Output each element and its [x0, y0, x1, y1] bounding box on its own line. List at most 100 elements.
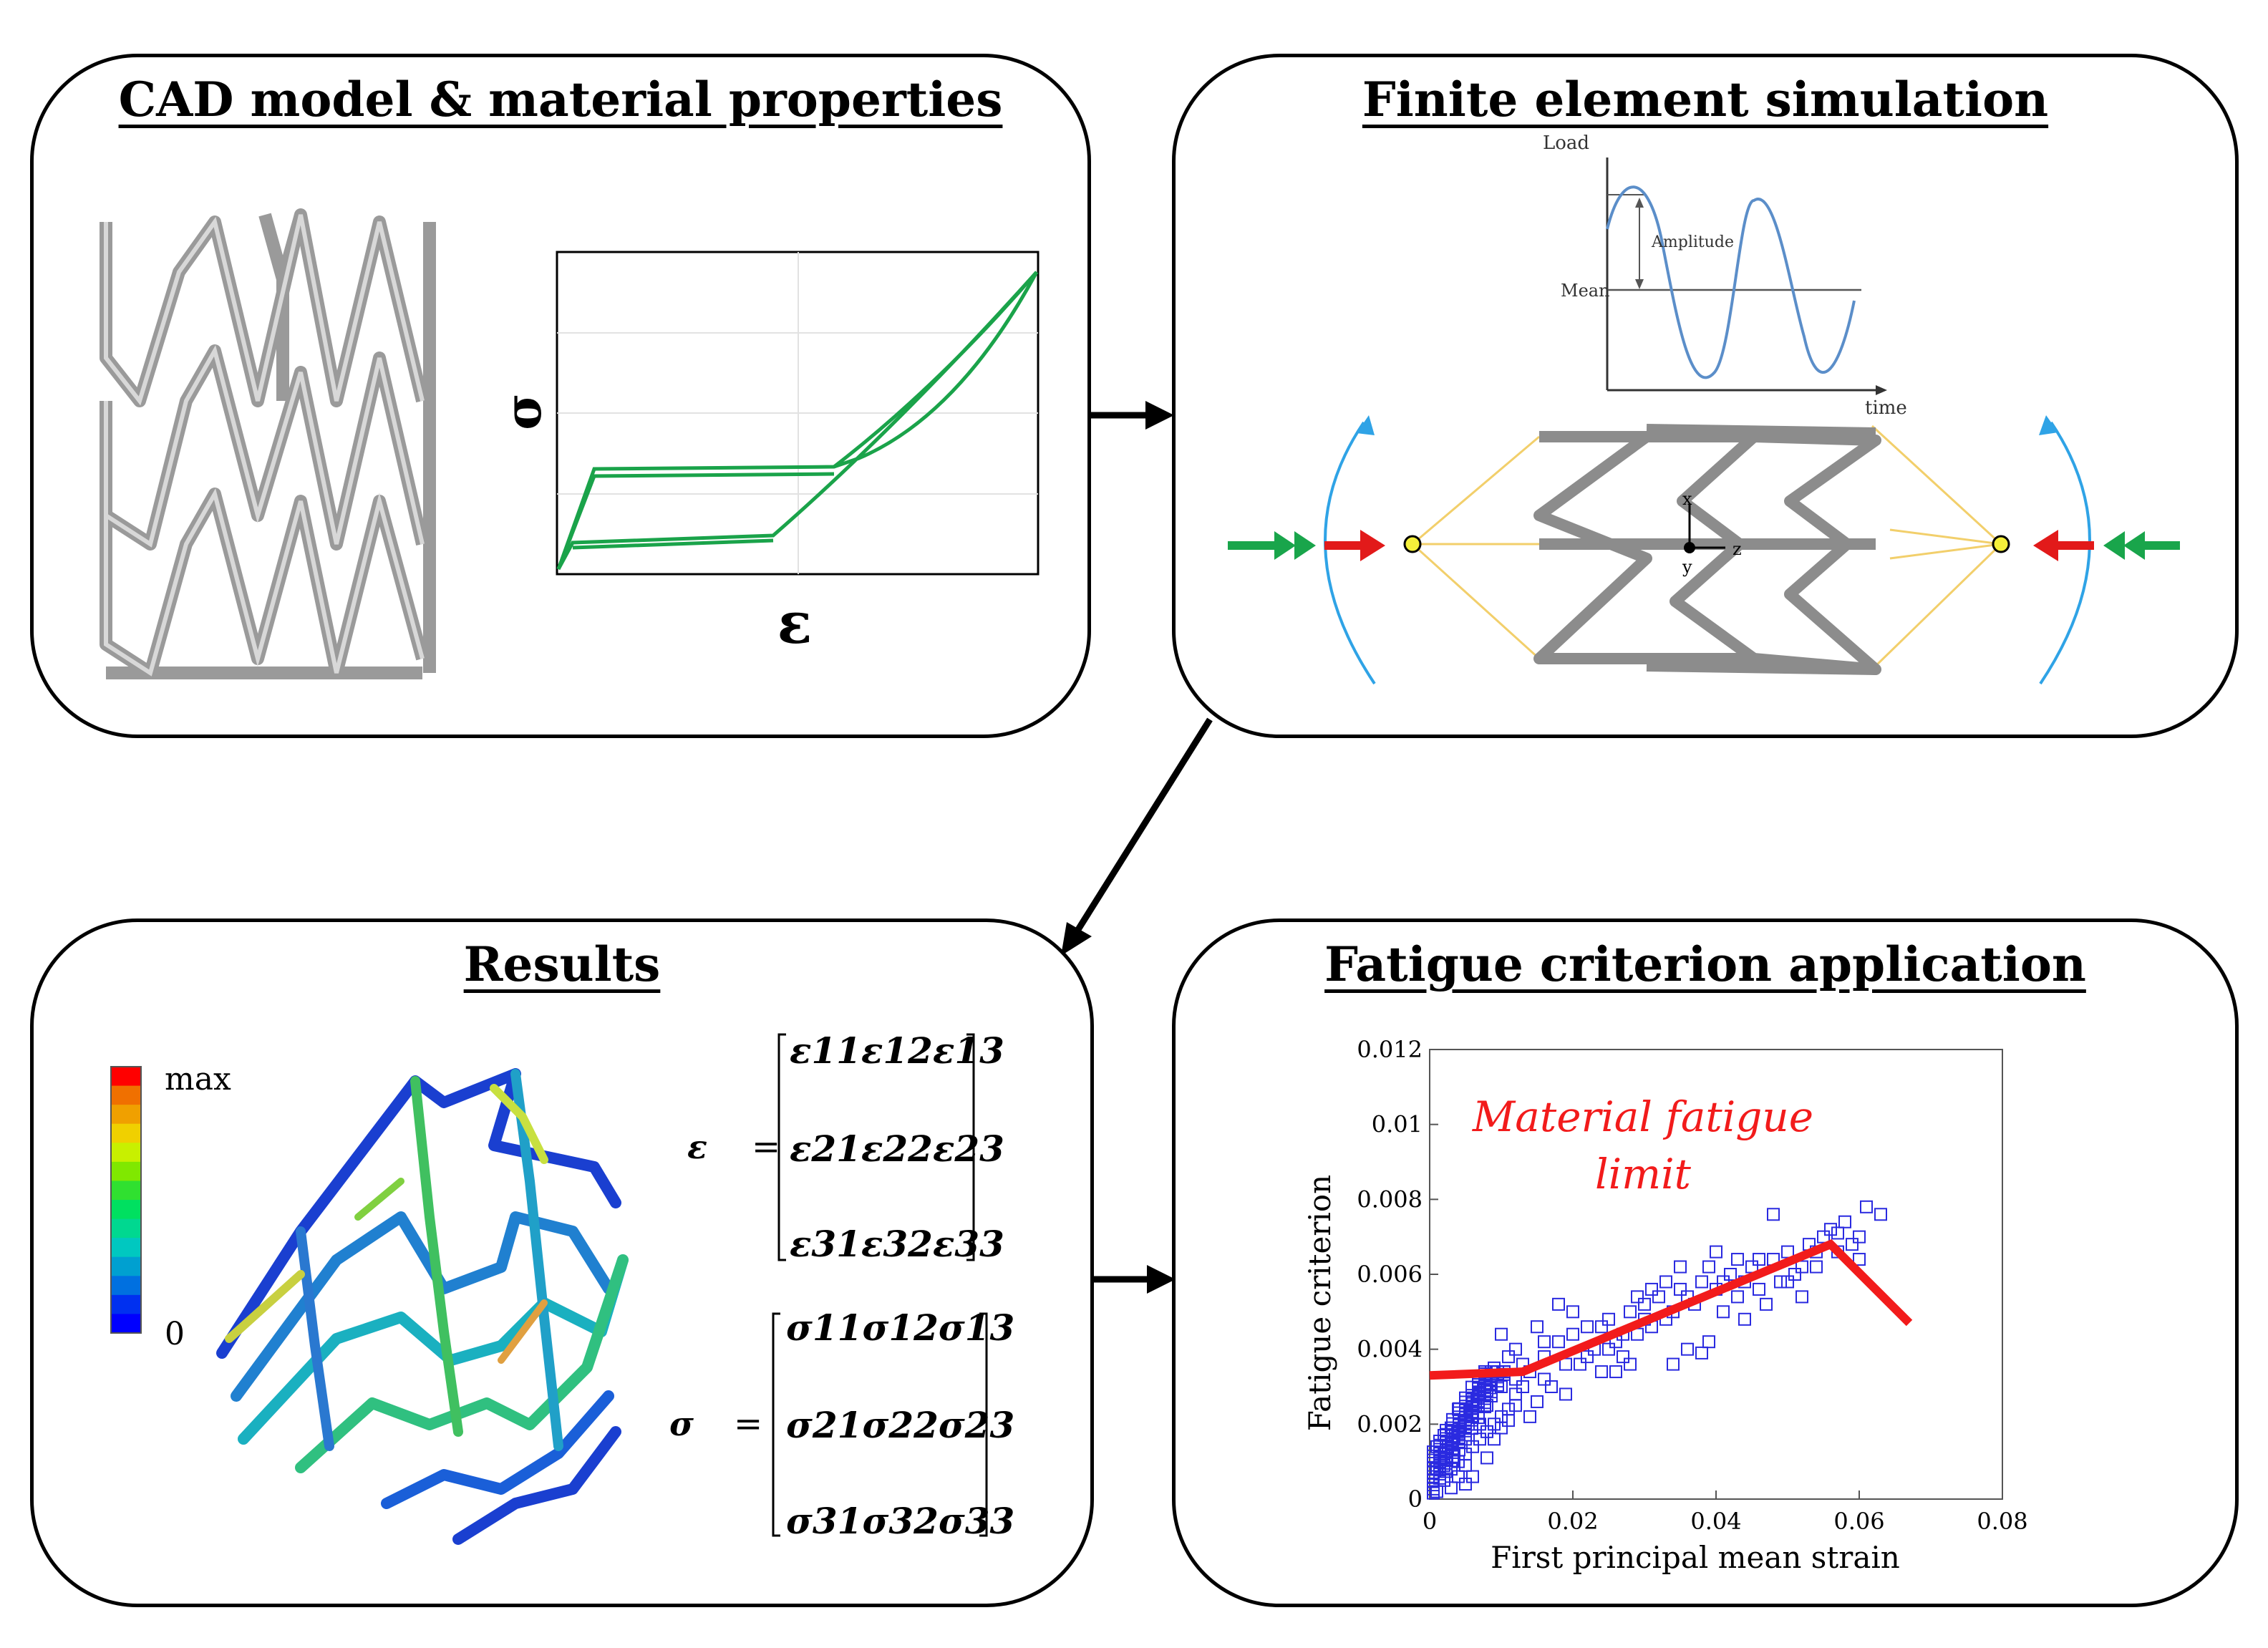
x-tick-label: 0.04	[1690, 1508, 1741, 1535]
scatter-point	[1760, 1297, 1773, 1311]
right-reference-node	[1992, 535, 2010, 553]
scatter-point	[1566, 1305, 1579, 1319]
legend-swatch	[111, 1161, 141, 1181]
time-label: time	[1865, 397, 1907, 419]
strain-entry-ε32: ε32	[861, 1223, 933, 1265]
scatter-point	[1523, 1410, 1536, 1423]
boundary-tethers	[1411, 425, 2002, 671]
scatter-point	[1445, 1481, 1458, 1495]
stress-row-1: σ11σ12σ13	[786, 1307, 1014, 1349]
panel-fe-title: Finite element simulation	[1362, 72, 2049, 127]
scatter-point	[1488, 1417, 1501, 1431]
load-waveform: Load Mean Amplitude time	[1543, 132, 1907, 419]
axis-z-label: z	[1732, 539, 1742, 559]
scatter-point	[1724, 1268, 1737, 1281]
stress-strain-curve	[556, 271, 1039, 571]
y-tick-label: 0.008	[1357, 1186, 1423, 1213]
scatter-point	[1652, 1290, 1665, 1304]
scatter-point	[1453, 1410, 1465, 1424]
scatter-point	[1659, 1275, 1672, 1289]
stress-row-3: σ31σ32σ33	[786, 1500, 1014, 1542]
scatter-point	[1609, 1365, 1622, 1379]
legend-swatch	[111, 1123, 141, 1143]
scatter-point	[1495, 1421, 1508, 1435]
chart-x-axis-label: First principal mean strain	[1491, 1540, 1900, 1575]
y-tick-label: 0.012	[1357, 1036, 1423, 1063]
strain-row-1: ε11ε12ε13	[790, 1029, 1004, 1072]
strain-entry-ε13: ε13	[933, 1029, 1004, 1072]
force-arrows-left	[1228, 530, 1385, 561]
stress-equation: σ = σ11σ12σ13 σ21σ22σ23 σ31σ32σ33	[669, 1307, 1014, 1542]
scatter-point	[1538, 1372, 1551, 1386]
scatter-point	[1781, 1275, 1794, 1289]
scatter-point	[1545, 1380, 1558, 1393]
strain-entry-ε23: ε23	[933, 1128, 1004, 1170]
scatter-point	[1702, 1260, 1715, 1274]
legend-swatch	[111, 1105, 141, 1125]
strain-equals: =	[752, 1127, 780, 1167]
scatter-point	[1846, 1238, 1858, 1251]
scatter-point	[1695, 1275, 1708, 1289]
stress-entry-σ23: σ23	[939, 1404, 1014, 1446]
scatter-point	[1853, 1230, 1866, 1244]
mean-label: Mean	[1561, 281, 1610, 301]
arrow-fe-to-results	[1061, 717, 1213, 956]
scatter-point	[1473, 1433, 1486, 1446]
stress-entry-σ11: σ11	[786, 1307, 862, 1349]
legend-min-label: 0	[165, 1316, 185, 1352]
scatter-point	[1753, 1253, 1765, 1266]
scatter-point	[1860, 1200, 1873, 1213]
stress-entry-σ13: σ13	[939, 1307, 1014, 1349]
scatter-point	[1624, 1357, 1637, 1371]
scatter-point	[1502, 1414, 1515, 1428]
epsilon-axis-label: ε	[777, 589, 813, 656]
y-tick-label: 0	[1408, 1485, 1423, 1513]
force-arrows-right	[2033, 530, 2180, 561]
chart-plot-frame	[1429, 1049, 2003, 1500]
scatter-point	[1552, 1335, 1565, 1349]
legend-swatch	[111, 1181, 141, 1201]
scatter-point	[1502, 1350, 1515, 1364]
scatter-point	[1465, 1401, 1478, 1415]
scatter-point	[1602, 1312, 1615, 1326]
scatter-point	[1874, 1208, 1887, 1221]
scatter-point	[1667, 1357, 1680, 1371]
stress-entry-σ31: σ31	[786, 1500, 862, 1542]
fatigue-limit-annotation-line2: limit	[1595, 1150, 1692, 1198]
legend-swatch	[111, 1200, 141, 1220]
strain-symbol: ε	[687, 1128, 707, 1166]
scatter-point	[1466, 1470, 1479, 1483]
stress-entry-σ32: σ32	[862, 1500, 938, 1542]
y-tick-label: 0.006	[1357, 1261, 1423, 1288]
strain-equation: ε = ε11ε12ε13 ε21ε22ε23 ε31ε32ε33	[687, 1029, 1004, 1265]
scatter-point	[1774, 1275, 1787, 1289]
scatter-point	[1702, 1335, 1715, 1349]
x-tick-label: 0.02	[1547, 1508, 1598, 1535]
scatter-point	[1509, 1387, 1522, 1401]
scatter-point	[1574, 1357, 1586, 1371]
rotation-arrowhead-left	[1357, 415, 1375, 435]
y-tick-label: 0.004	[1357, 1336, 1423, 1363]
scatter-point	[1538, 1335, 1551, 1349]
scatter-point	[1767, 1208, 1780, 1221]
panel-results-title: Results	[463, 936, 661, 992]
scatter-point	[1531, 1395, 1544, 1408]
scatter-point	[1695, 1346, 1708, 1359]
amplitude-label: Amplitude	[1651, 233, 1734, 251]
scatter-point	[1480, 1425, 1493, 1438]
stress-strain-plot: σ ε	[493, 251, 1040, 656]
legend-swatch	[111, 1085, 141, 1105]
stress-entry-σ33: σ33	[939, 1500, 1014, 1542]
x-tick-label: 0.06	[1833, 1508, 1884, 1535]
load-label: Load	[1543, 132, 1589, 154]
scatter-point	[1631, 1290, 1644, 1304]
scatter-point	[1674, 1282, 1687, 1296]
x-tick-label: 0	[1423, 1508, 1437, 1535]
scatter-point	[1427, 1474, 1440, 1488]
arrow-results-to-fatigue	[1094, 1265, 1176, 1294]
stress-contour-stent	[216, 1068, 629, 1545]
y-tick-label: 0.01	[1372, 1111, 1423, 1138]
panel-fatigue-title: Fatigue criterion application	[1324, 936, 2086, 992]
